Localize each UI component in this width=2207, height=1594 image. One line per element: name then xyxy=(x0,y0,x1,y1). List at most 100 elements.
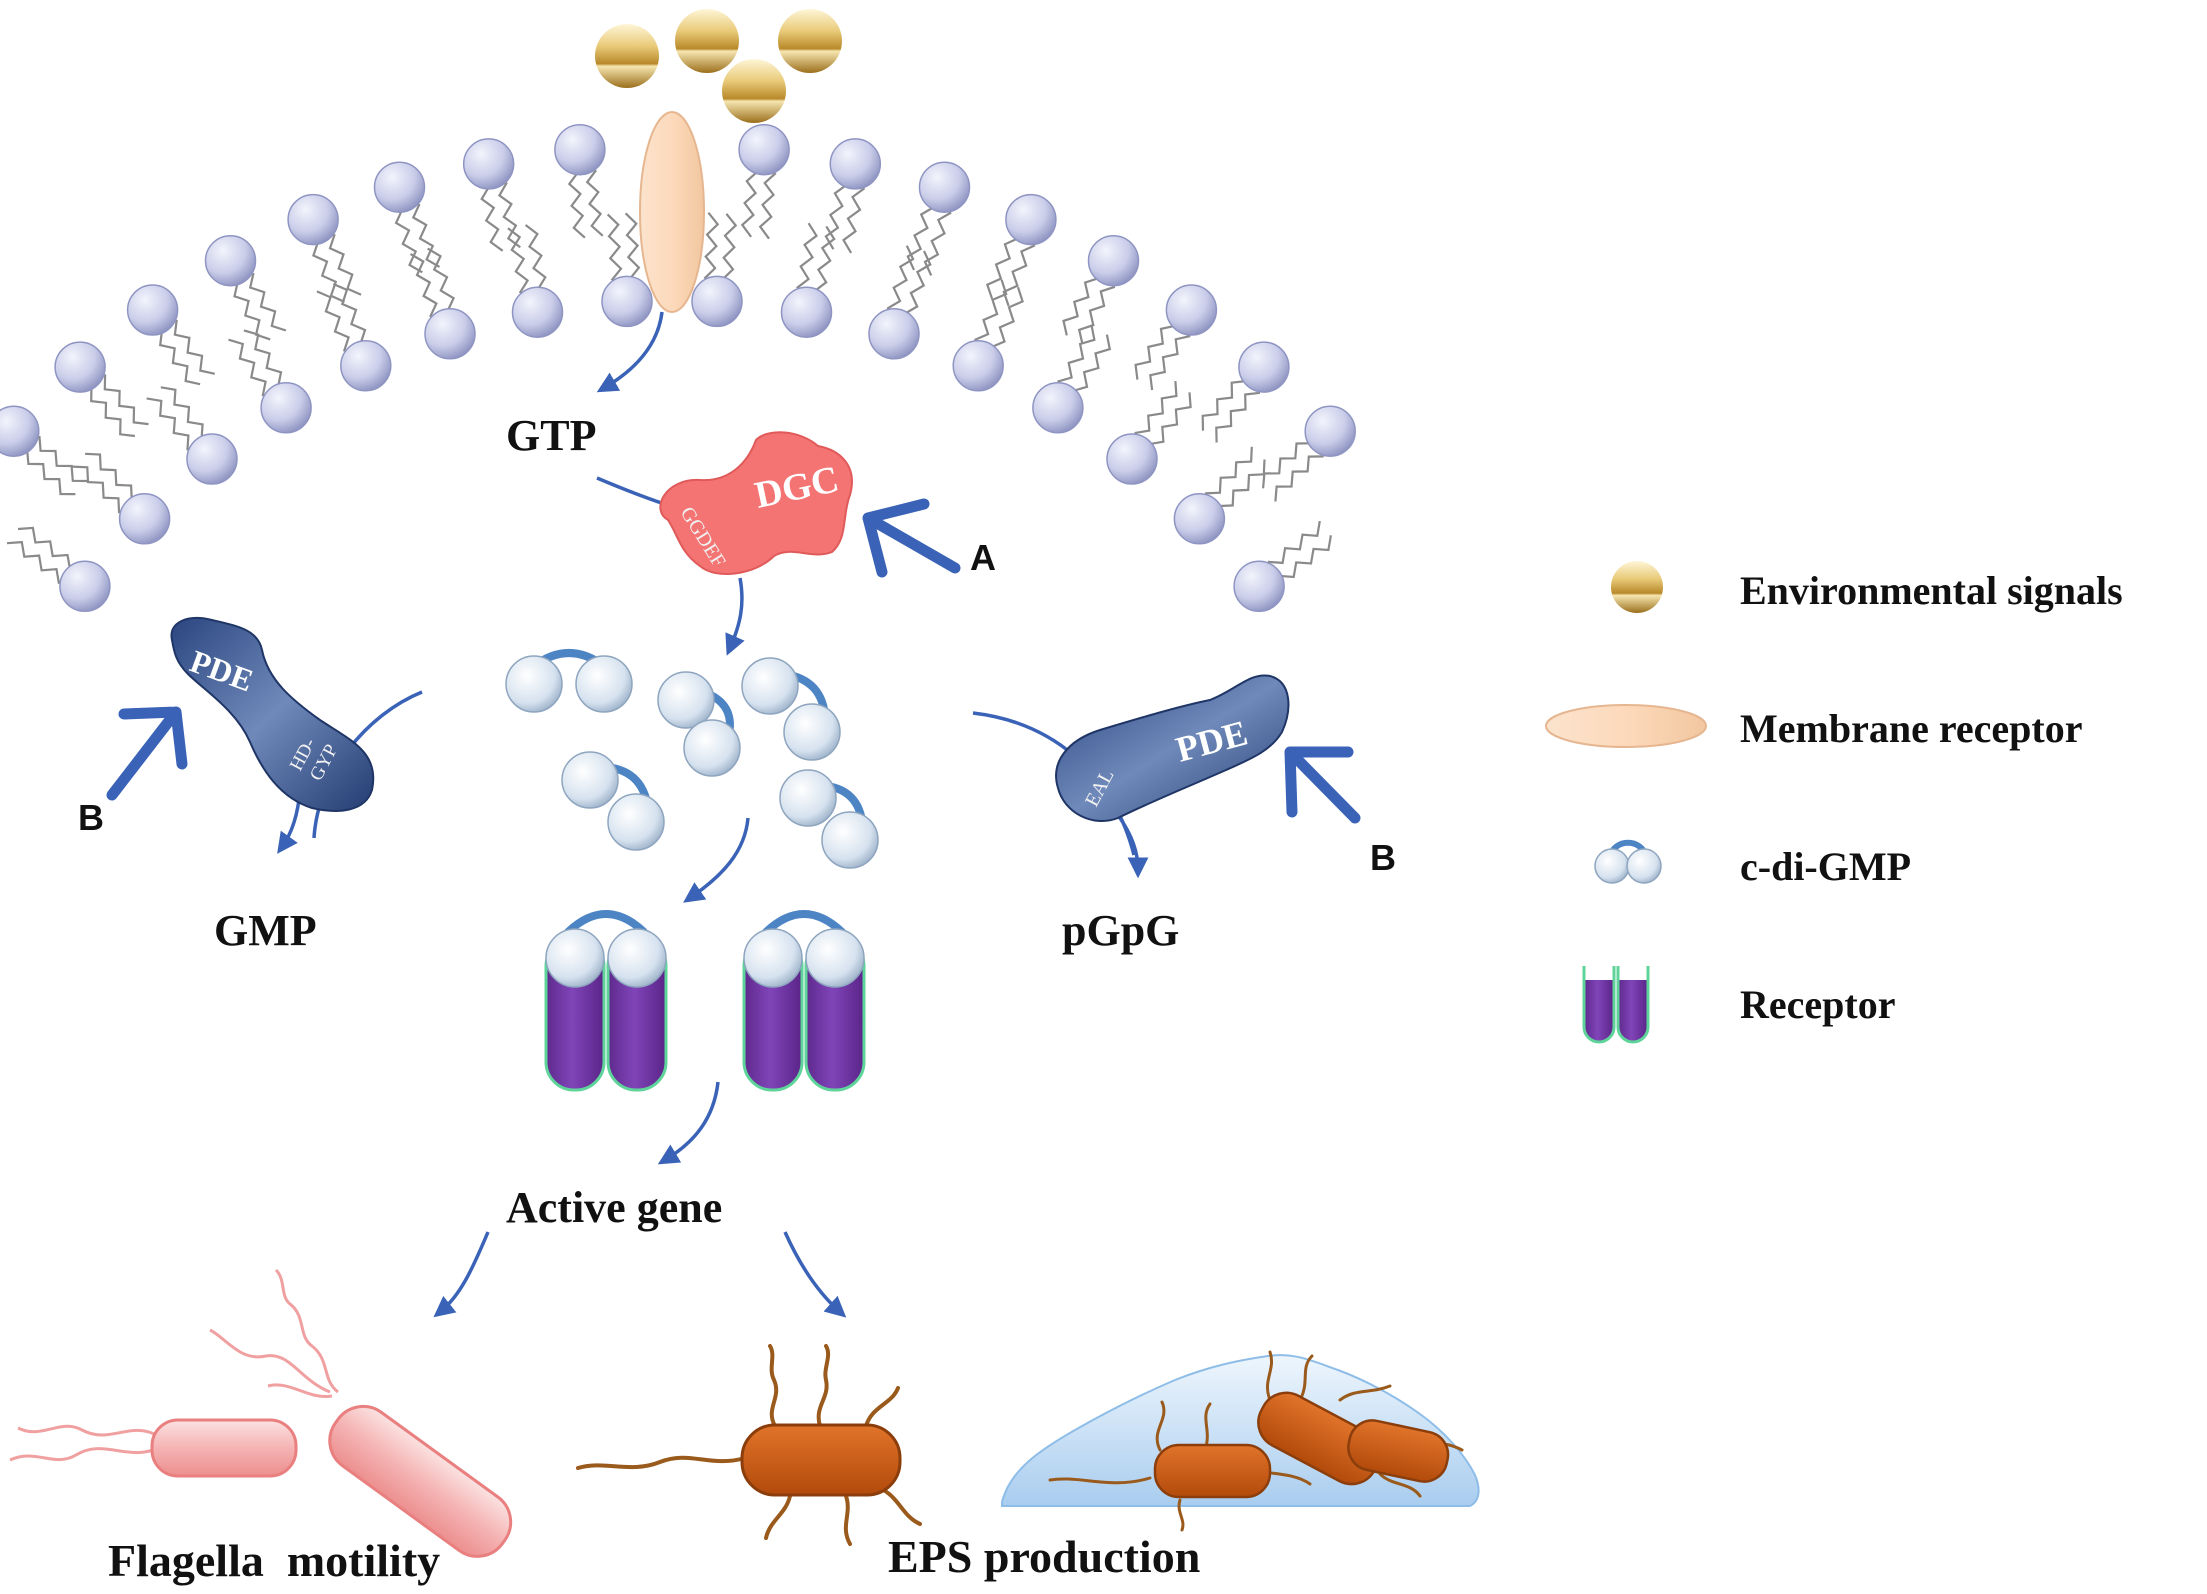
legend: Environmental signals Membrane receptor … xyxy=(1545,561,2123,1044)
lipid-tail xyxy=(703,212,720,280)
c-di-gmp-molecule xyxy=(657,671,741,777)
lipid-tail xyxy=(6,540,61,584)
lipid-tail xyxy=(1215,391,1261,443)
c-di-gmp-cluster xyxy=(505,649,879,869)
pilus xyxy=(816,1344,831,1428)
phospholipid-head xyxy=(1087,234,1140,287)
biofilm-bacterium xyxy=(1153,1443,1272,1499)
signal-sphere-icon xyxy=(1611,561,1663,613)
lipid-tail xyxy=(72,465,121,514)
lipid-tail xyxy=(480,185,504,252)
marker-a-label: A xyxy=(970,537,996,578)
lipid-tail xyxy=(1278,535,1332,579)
phospholipid-head xyxy=(1165,284,1218,336)
lipid-tail xyxy=(624,212,641,280)
flagella-motility-illustration xyxy=(9,1268,513,1558)
phospholipid-head xyxy=(373,161,426,213)
c-di-gmp-molecule xyxy=(779,769,879,869)
lipid-tail xyxy=(796,222,818,289)
eps-bacterium xyxy=(740,1423,902,1497)
dgc-enzyme: DGC GGDEF xyxy=(659,431,853,575)
receptor-icon xyxy=(1582,962,1650,1044)
lipid-tail xyxy=(312,241,345,303)
bound-c-di-gmp xyxy=(743,910,865,988)
biofilm-illustration xyxy=(1001,1350,1480,1532)
phospholipid-head xyxy=(780,286,833,338)
phospholipid-head xyxy=(54,341,106,393)
lipid-tail xyxy=(1072,334,1112,393)
pde-right-to-pgpg-arrow xyxy=(1116,813,1149,879)
signal-sphere-icon xyxy=(595,24,659,88)
flagellated-bacterium xyxy=(150,1418,298,1478)
legend-label-c-di-gmp: c-di-GMP xyxy=(1740,844,1911,889)
phospholipid-head xyxy=(186,433,238,485)
phospholipid-head xyxy=(952,340,1004,392)
phospholipid-head xyxy=(868,308,920,360)
marker-a-arrow xyxy=(862,498,961,578)
lipid-tail xyxy=(1217,459,1266,508)
phospholipid-head xyxy=(1032,382,1084,434)
lipid-tail xyxy=(233,281,271,341)
lipid-tail xyxy=(411,203,441,268)
lipid-tail xyxy=(243,329,283,388)
phospholipid-head xyxy=(260,382,312,434)
marker-b-left-label: B xyxy=(78,797,104,838)
lipid-tail xyxy=(1062,276,1100,336)
eps-production-label: EPS production xyxy=(888,1531,1200,1582)
lipid-tail xyxy=(1134,324,1176,380)
lipid-tail xyxy=(1077,285,1116,345)
pde-eal-enzyme: PDE EAL xyxy=(1055,674,1290,823)
lipid-tail xyxy=(990,286,1024,349)
receptor-to-gtp-arrow xyxy=(596,311,664,393)
flagellum xyxy=(17,1424,159,1438)
active-gene-label: Active gene xyxy=(506,1183,722,1232)
phospholipid-head xyxy=(829,138,882,190)
flagellated-bacterium xyxy=(328,1404,513,1558)
lipid-tail xyxy=(974,279,1008,342)
phospholipid-head xyxy=(601,275,653,328)
lipid-tail xyxy=(886,245,915,310)
receptor-complexes xyxy=(544,910,866,1092)
cell-membrane-bilayer xyxy=(0,123,1356,613)
lipid-tail xyxy=(1262,442,1312,489)
signal-sphere-icon xyxy=(675,9,739,73)
phospholipid-head xyxy=(554,123,606,176)
lipid-tail xyxy=(985,237,1019,300)
lipid-tail xyxy=(1148,392,1192,446)
signal-sphere-icon xyxy=(722,59,786,123)
lipid-tail xyxy=(103,374,149,426)
pilus xyxy=(878,1486,922,1526)
marker-b-right-label: B xyxy=(1370,837,1396,878)
phospholipid-head xyxy=(126,284,179,336)
phospholipid-head xyxy=(511,286,564,338)
lipid-tail xyxy=(1149,335,1191,391)
lipid-tail xyxy=(507,227,530,294)
gmp-label: GMP xyxy=(214,906,317,955)
pilus xyxy=(764,1494,792,1540)
environmental-signals xyxy=(595,9,842,123)
legend-label-environmental-signals: Environmental signals xyxy=(1740,568,2123,613)
phospholipid-head xyxy=(918,161,971,213)
phospholipid-head xyxy=(1173,493,1226,545)
lipid-tail xyxy=(394,208,423,274)
phospholipid-head xyxy=(59,560,111,613)
c-di-gmp-molecule xyxy=(561,751,665,851)
lipid-tail xyxy=(85,452,133,501)
lipid-tail xyxy=(38,435,88,483)
lipid-tail xyxy=(824,183,848,250)
phospholipid-head xyxy=(1304,405,1356,457)
signal-sphere-icon xyxy=(778,9,842,73)
receptor-to-gene-arrow xyxy=(657,1081,720,1165)
receptor-dimer xyxy=(742,910,866,1092)
lipid-tail xyxy=(906,206,935,271)
gene-to-eps-arrow xyxy=(783,1231,847,1318)
phospholipid-head xyxy=(691,275,743,328)
lipid-tail xyxy=(497,181,521,249)
pathway-arrows xyxy=(277,311,1149,1318)
lipid-tail xyxy=(606,213,623,281)
phospholipid-head xyxy=(0,405,40,457)
lipid-tail xyxy=(1205,446,1253,495)
lipid-tail xyxy=(228,338,267,397)
flagellum xyxy=(274,1268,339,1394)
